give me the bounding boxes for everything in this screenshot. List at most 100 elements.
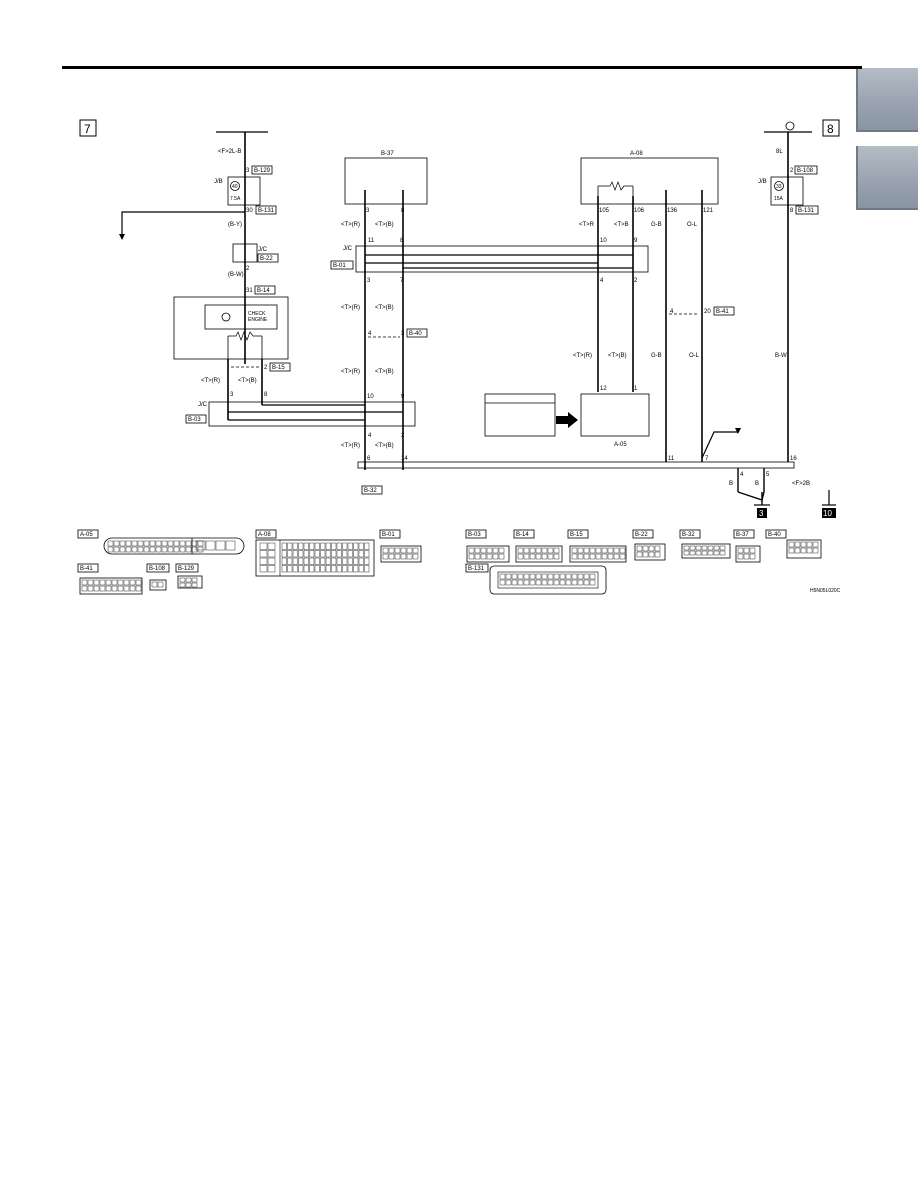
pin-cell — [571, 579, 578, 586]
pin-cell — [298, 565, 304, 573]
section-tab-lower[interactable] — [856, 146, 918, 210]
connector-view-b15[interactable]: B-15 — [567, 529, 627, 563]
ground-point-3[interactable]: 3 — [757, 508, 767, 518]
connector-tag-b03[interactable]: B-03 — [185, 414, 207, 424]
pin-cell — [589, 579, 596, 586]
fuse-icon — [230, 181, 240, 191]
svg-text:<T>(R): <T>(R) — [341, 222, 360, 228]
pin-cell — [541, 547, 548, 554]
connector-tag-b108[interactable]: B-108 — [794, 165, 818, 175]
svg-text:B-32: B-32 — [364, 488, 377, 494]
pin-cell — [547, 547, 554, 554]
pin-cell — [303, 565, 309, 573]
pin-cell — [695, 545, 702, 551]
pin-cell — [125, 546, 132, 553]
pin-cell — [812, 541, 819, 548]
connector-view-b03[interactable]: B-03 — [465, 529, 510, 563]
connector-tag-b40[interactable]: B-40 — [406, 328, 428, 338]
module-a05[interactable]: A-05 — [580, 393, 650, 448]
pin-cell — [81, 585, 88, 592]
connector-view-b129[interactable]: B-129 — [175, 563, 203, 589]
section-tab-upper[interactable] — [856, 68, 918, 132]
connector-view-b37[interactable]: B-37 — [733, 529, 761, 563]
svg-text:14: 14 — [401, 456, 408, 462]
junction-block-right — [770, 176, 804, 206]
connector-view-b131[interactable]: B-131 — [465, 563, 607, 595]
connector-view-b41[interactable]: B-41 — [77, 563, 143, 595]
pin-cell — [788, 547, 795, 554]
svg-text:136: 136 — [667, 208, 678, 214]
pin-cell — [93, 579, 100, 586]
pin-cell — [353, 557, 359, 565]
connector-tag-b129[interactable]: B-129 — [251, 165, 273, 175]
pin-cell — [529, 553, 536, 560]
connector-view-b32[interactable]: B-32 — [679, 529, 731, 559]
connector-view-a08[interactable]: A-08 — [255, 529, 375, 577]
pin-cell — [135, 585, 142, 592]
joint-connector — [232, 243, 258, 263]
svg-text:7: 7 — [705, 456, 709, 462]
ref-box-right[interactable]: 8 — [822, 119, 840, 137]
pin-cell — [364, 550, 370, 558]
pin-cell — [794, 541, 801, 548]
pin-cell — [267, 550, 276, 558]
connector-view-b14[interactable]: B-14 — [513, 529, 563, 563]
pin-cell — [259, 557, 268, 565]
pin-cell — [517, 553, 524, 560]
svg-text:B-129: B-129 — [178, 566, 195, 572]
ground-point-10[interactable]: 10 — [822, 508, 836, 518]
svg-text:8: 8 — [264, 392, 268, 398]
connector-tag-b14[interactable]: B-14 — [254, 285, 276, 295]
pin-cell — [325, 565, 331, 573]
connector-tag-b131-right[interactable]: B-131 — [795, 205, 819, 215]
connector-tag-b131[interactable]: B-131 — [255, 205, 277, 215]
svg-text:2: 2 — [264, 365, 268, 371]
svg-text:4: 4 — [368, 331, 372, 337]
pin-cell — [205, 540, 216, 551]
svg-text:B-03: B-03 — [188, 417, 201, 423]
pin-cell — [619, 547, 626, 554]
connector-tag-b01[interactable]: B-01 — [330, 260, 354, 270]
pin-cell — [292, 557, 298, 565]
pin-cell — [287, 550, 293, 558]
pin-cell — [191, 577, 198, 583]
pin-cell — [358, 550, 364, 558]
pin-cell — [595, 553, 602, 560]
ignition-icon — [785, 121, 795, 131]
connector-view-b108[interactable]: B-108 — [146, 563, 170, 591]
connector-tag-b22[interactable]: B-22 — [257, 253, 279, 263]
joint-connector-b01 — [355, 245, 649, 273]
connector-view-b22[interactable]: B-22 — [632, 529, 666, 561]
svg-text:B-40: B-40 — [409, 331, 422, 337]
pin-cell — [287, 542, 293, 550]
module-a08[interactable]: A-08 — [580, 151, 719, 205]
pin-cell — [111, 579, 118, 586]
svg-text:O-L: O-L — [689, 353, 700, 359]
pin-cell — [281, 557, 287, 565]
fuse-icon — [774, 181, 784, 191]
pin-cell — [565, 573, 572, 580]
pin-cell — [812, 547, 819, 554]
pin-cell — [303, 557, 309, 565]
svg-text:A-08: A-08 — [258, 532, 271, 538]
connector-view-b40[interactable]: B-40 — [765, 529, 822, 559]
pin-cell — [719, 545, 726, 551]
pin-cell — [342, 542, 348, 550]
module-b37[interactable]: B-37 — [344, 151, 428, 205]
connector-tag-b32[interactable]: B-32 — [361, 485, 383, 495]
svg-text:12: 12 — [600, 386, 607, 392]
ref-box-left[interactable]: 7 — [79, 119, 97, 137]
pin-cell — [601, 547, 608, 554]
pin-cell — [505, 573, 512, 580]
svg-text:B-W: B-W — [775, 353, 787, 359]
svg-text:10: 10 — [823, 509, 832, 518]
connector-tag-b15[interactable]: B-15 — [269, 362, 291, 372]
pin-cell — [287, 565, 293, 573]
pin-cell — [179, 540, 186, 547]
pin-cell — [197, 540, 204, 547]
connector-tag-b41[interactable]: B-41 — [713, 306, 735, 316]
pin-cell — [111, 585, 118, 592]
connector-view-b01[interactable]: B-01 — [379, 529, 422, 563]
svg-text:16: 16 — [790, 456, 797, 462]
svg-text:4: 4 — [670, 309, 674, 315]
